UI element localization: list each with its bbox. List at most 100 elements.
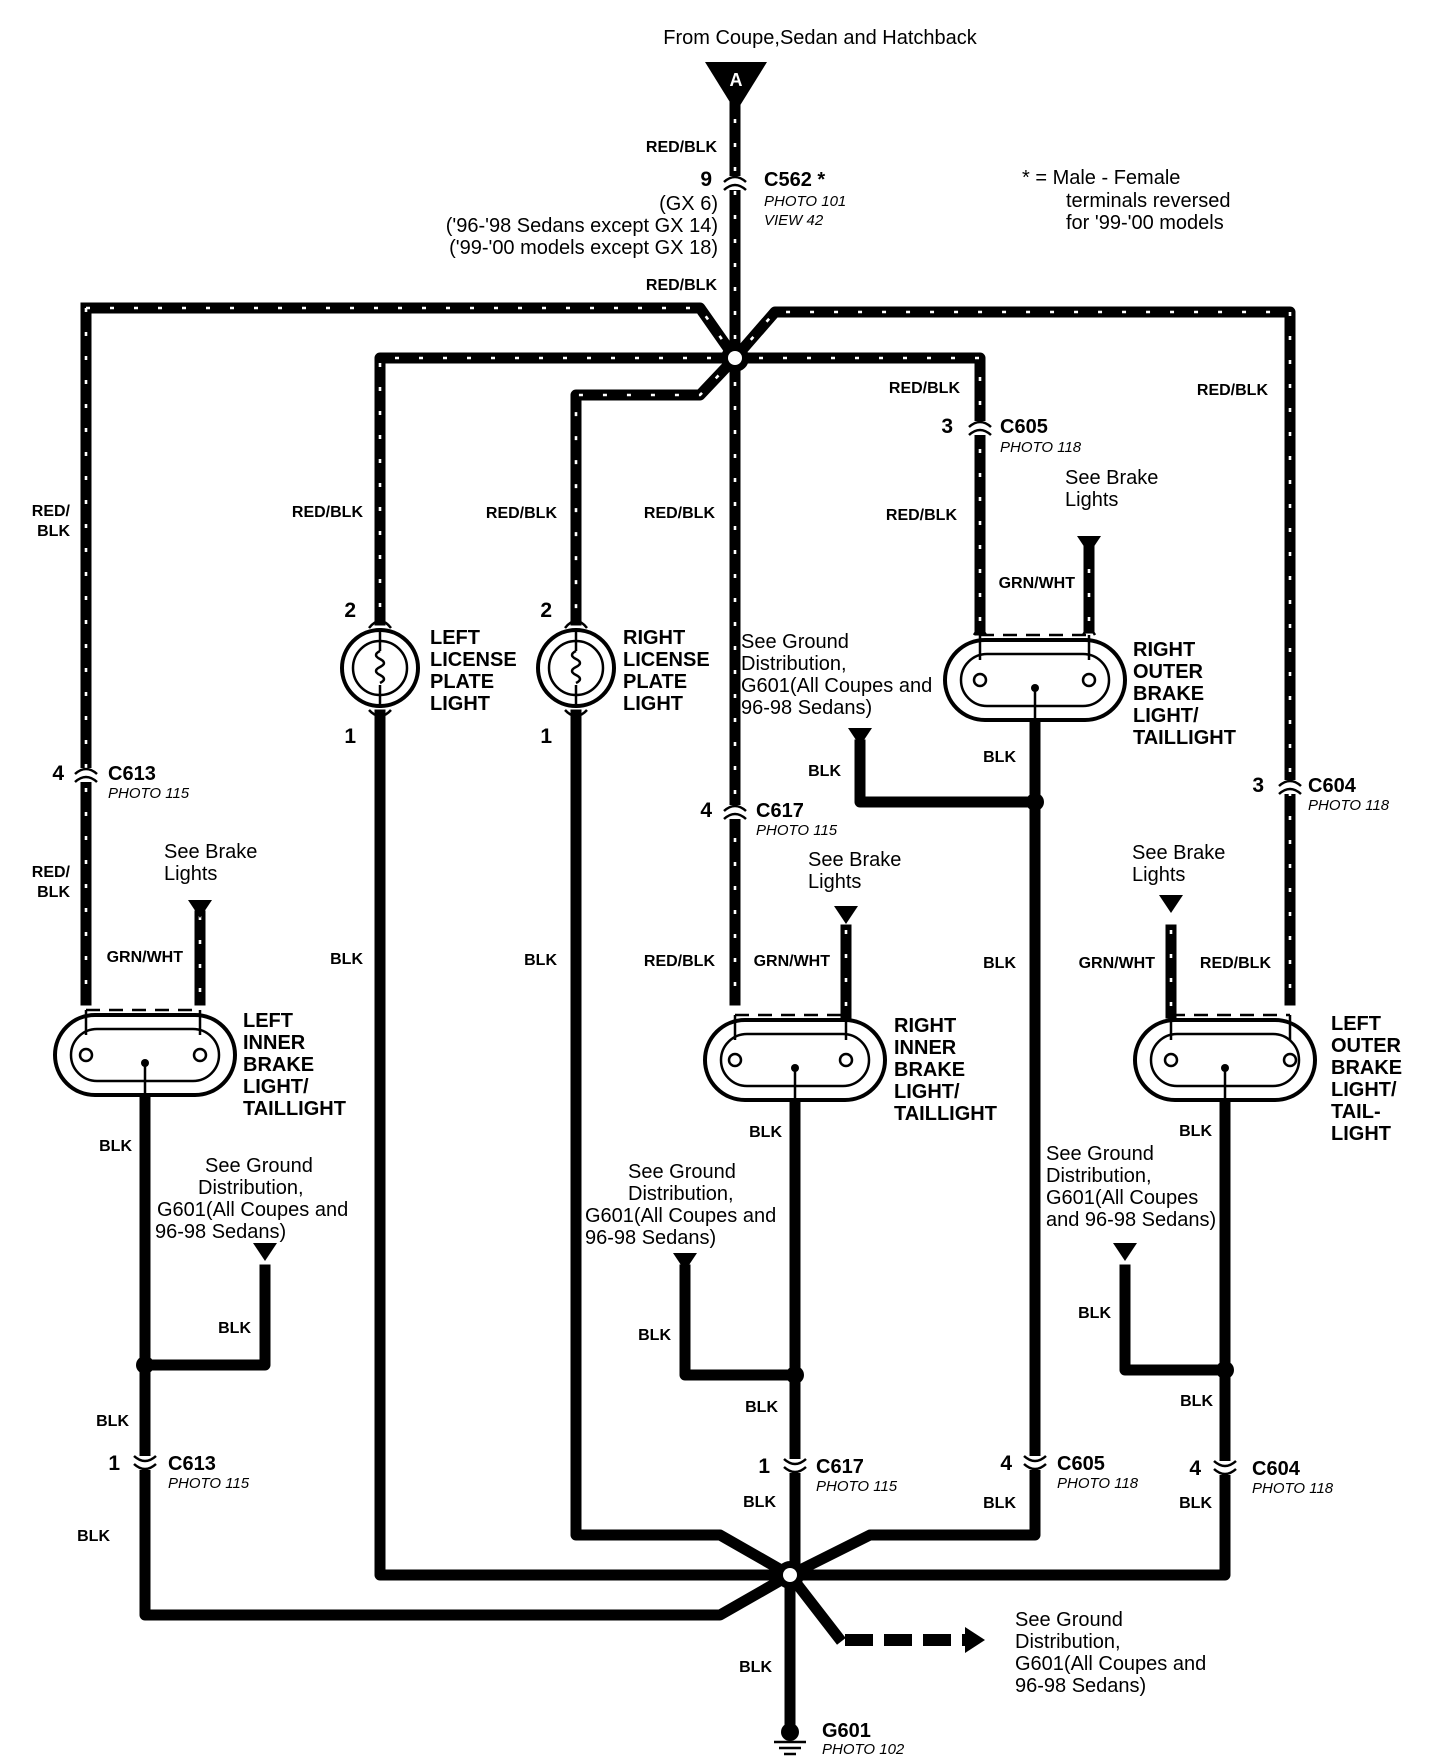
c605-bot-pin: 4	[1000, 1452, 1012, 1475]
see-brake-line1: See Brake	[1065, 467, 1158, 489]
note-line1: * = Male - Female	[1022, 167, 1180, 189]
c613-top-symbol	[74, 767, 98, 783]
c617-bot-pin: 1	[758, 1455, 770, 1478]
see-brake-line2: Lights	[1132, 864, 1185, 886]
ground-arrow-left	[253, 1243, 277, 1261]
g601-name: G601	[822, 1720, 871, 1742]
wire-label: BLK	[1179, 1123, 1212, 1140]
wire-label: BLK	[218, 1320, 251, 1337]
wire-label: BLK	[745, 1399, 778, 1416]
c605-bot-symbol	[1023, 1455, 1047, 1471]
lamp-label: OUTER	[1331, 1035, 1402, 1057]
wire-label: BLK	[77, 1528, 110, 1545]
ground-ref-line4: 96-98 Sedans)	[155, 1221, 286, 1243]
ground-ref-line2: Distribution,	[1046, 1165, 1152, 1187]
see-brake-line2: Lights	[808, 871, 861, 893]
see-brake-line2: Lights	[164, 863, 217, 885]
lamp-left-outer	[1133, 1013, 1317, 1102]
see-brake-line1: See Brake	[1132, 842, 1225, 864]
wire-label: BLK	[638, 1327, 671, 1344]
terminals: A	[188, 62, 1183, 1653]
wire-label: BLK	[99, 1138, 132, 1155]
lamp-right-license	[536, 628, 616, 708]
lamp-label: INNER	[894, 1037, 957, 1059]
ground-ref-line1: See Ground	[741, 631, 849, 653]
c562-pin: 9	[700, 168, 712, 191]
lamp-label: OUTER	[1133, 661, 1204, 683]
lamp-label: PLATE	[430, 671, 494, 693]
wire-label: RED/BLK	[644, 953, 716, 970]
c613-bot-photo: PHOTO 115	[168, 1475, 250, 1492]
lamp-label: LEFT	[243, 1010, 293, 1032]
note-line2: terminals reversed	[1066, 190, 1231, 212]
lamp-label: RIGHT	[623, 627, 685, 649]
wire-label: GRN/WHT	[754, 953, 831, 970]
lamp-label: BRAKE	[1133, 683, 1204, 705]
c617-top-symbol	[723, 804, 747, 820]
ground-arrow-right	[1113, 1243, 1137, 1261]
wire-label: RED/BLK	[1200, 955, 1272, 972]
wire-label: RED/BLK	[889, 380, 961, 397]
lamp-label: LIGHT/	[894, 1081, 960, 1103]
see-brake-line1: See Brake	[164, 841, 257, 863]
g601-photo: PHOTO 102	[822, 1741, 905, 1756]
wire-label: BLK	[330, 951, 363, 968]
c617-bot-photo: PHOTO 115	[816, 1478, 898, 1495]
ground-ref-line2: Distribution,	[1015, 1631, 1121, 1653]
lamp-label: BRAKE	[1331, 1057, 1402, 1079]
ground-arrow-center	[673, 1253, 697, 1271]
lamp-label: TAIL-	[1331, 1101, 1381, 1123]
c605-top-symbol	[968, 420, 992, 436]
c604-bot-pin: 4	[1189, 1457, 1201, 1480]
wire-label: BLK	[983, 749, 1016, 766]
wire-label-blk: BLK	[37, 884, 70, 901]
labels: From Coupe,Sedan and Hatchback * = Male …	[32, 27, 1402, 1756]
lamp-label: TAILLIGHT	[894, 1103, 997, 1125]
lamp-label: LIGHT/	[1133, 705, 1199, 727]
c604-top-name: C604	[1308, 775, 1357, 797]
c604-top-photo: PHOTO 118	[1308, 797, 1390, 814]
lamp-label: LICENSE	[430, 649, 517, 671]
c617-top-photo: PHOTO 115	[756, 822, 838, 839]
lamp-label: LIGHT	[623, 693, 683, 715]
c562-pin-96-98: ('96-'98 Sedans except GX 14)	[446, 215, 718, 237]
lamp-label: LIGHT/	[1331, 1079, 1397, 1101]
c605-top-name: C605	[1000, 416, 1048, 438]
wire-label: BLK	[983, 955, 1016, 972]
brake-arrow-left-inner	[188, 900, 212, 918]
wire-label: GRN/WHT	[1079, 955, 1156, 972]
lamp-label: BRAKE	[243, 1054, 314, 1076]
c605-top-pin: 3	[941, 415, 953, 438]
ground-ref-line4: 96-98 Sedans)	[1015, 1675, 1146, 1697]
splices	[136, 344, 1234, 1589]
wire-label: BLK	[749, 1124, 782, 1141]
ground-ref-line4: and 96-98 Sedans)	[1046, 1209, 1216, 1231]
lamp-right-outer	[943, 633, 1127, 722]
c613-top-name: C613	[108, 763, 156, 785]
wire-label: BLK	[808, 763, 841, 780]
wire-label: RED/BLK	[644, 505, 716, 522]
red-blk-wires	[80, 89, 1296, 1006]
ground-ref-line2: Distribution,	[741, 653, 847, 675]
ground-ref-line1: See Ground	[1046, 1143, 1154, 1165]
brake-arrow-right-inner	[834, 906, 858, 924]
note-line3: for '99-'00 models	[1066, 212, 1224, 234]
c562-symbol	[723, 175, 747, 191]
wire-label: BLK	[739, 1659, 772, 1676]
wire-label: RED/BLK	[292, 504, 364, 521]
ground-arrow-c605	[848, 728, 872, 746]
c562-pin-99-00: ('99-'00 models except GX 18)	[449, 237, 718, 259]
ground-ref-line2: Distribution,	[198, 1177, 304, 1199]
c562-pin-gx: (GX 6)	[659, 193, 718, 215]
ground-arrow-bottom	[965, 1627, 985, 1653]
lamp-pin-symbols	[368, 619, 1097, 718]
pin-label: 2	[540, 599, 552, 622]
wire-label: RED/BLK	[646, 139, 718, 156]
c617-bot-symbol	[783, 1458, 807, 1474]
connector-symbols	[74, 175, 1302, 1476]
lamp-label: TAILLIGHT	[1133, 727, 1236, 749]
ground-symbol	[774, 1723, 806, 1756]
wire-label: BLK	[1180, 1393, 1213, 1410]
lamp-label: LIGHT	[430, 693, 490, 715]
